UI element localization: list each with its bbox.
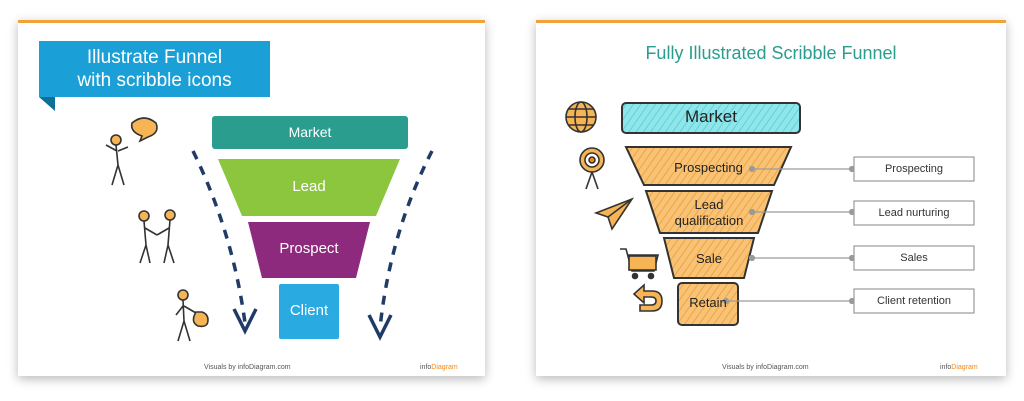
slide-left: Illustrate Funnel with scribble icons Ma… <box>18 20 485 376</box>
right-title: Fully Illustrated Scribble Funnel <box>645 43 897 63</box>
stage-lead-label: Lead <box>292 178 326 195</box>
stage-market <box>212 116 408 149</box>
stage-prospect-label: Prospect <box>279 240 339 257</box>
stage-client <box>279 284 339 339</box>
left-logo: infoDiagram <box>420 364 458 371</box>
left-dashed-arrow <box>191 150 247 324</box>
scribble-lead-label-line1: Lead <box>694 197 724 212</box>
right-logo: infoDiagram <box>940 364 978 371</box>
left-footer: Visuals by infoDiagram.com <box>204 364 291 371</box>
right-footer: Visuals by infoDiagram.com <box>722 364 809 371</box>
scribble-market-label: Market <box>685 107 737 126</box>
handshake-icon <box>138 209 176 264</box>
outcome-box-prospecting <box>853 156 975 182</box>
right-arrowhead-icon <box>367 314 393 341</box>
slide-right: Fully Illustrated Scribble Funnel Market… <box>536 20 1006 376</box>
stage-prospect <box>248 222 370 278</box>
outcome-box-lead-nurturing <box>853 200 975 226</box>
stage-market-label: Market <box>288 124 332 140</box>
scribble-sale-label: Sale <box>695 251 723 266</box>
left-title-line1: Illustrate Funnel <box>86 47 223 68</box>
scribble-lead-label-line2: qualification <box>674 213 744 228</box>
globe-icon <box>565 101 597 133</box>
right-slide-graphics <box>565 101 975 326</box>
stage-lead <box>218 159 400 216</box>
target-icon <box>579 147 605 190</box>
return-arrow-icon <box>632 283 663 312</box>
scribble-retain <box>677 282 739 326</box>
title-banner <box>39 41 270 97</box>
paper-plane-icon <box>593 197 635 231</box>
shopping-cart-icon <box>620 248 660 280</box>
scribble-retain-label: Retain <box>689 295 727 310</box>
left-arrowhead-icon <box>232 308 258 335</box>
outcome-prospecting-label: Prospecting <box>884 163 944 175</box>
outcome-client-retention-label: Client retention <box>877 295 951 307</box>
banner-fold <box>39 97 55 111</box>
outcome-box-sales <box>853 245 975 271</box>
stage-client-label: Client <box>289 302 329 319</box>
outcome-box-client-retention <box>853 288 975 314</box>
connector-lines <box>722 165 856 305</box>
right-dashed-arrow <box>378 150 434 329</box>
outcome-lead-nurturing-label: Lead nurturing <box>878 207 950 219</box>
dashed-arrows <box>191 150 434 341</box>
scribble-lead-qualification <box>644 190 774 234</box>
left-slide-graphics <box>39 41 434 342</box>
left-title-line2: with scribble icons <box>77 70 232 91</box>
scribble-market <box>621 102 801 134</box>
scribble-sale <box>662 237 756 279</box>
scribble-prospecting-label: Prospecting <box>674 160 743 175</box>
outcome-sales-label: Sales <box>900 252 928 264</box>
speaking-person-icon <box>105 117 158 186</box>
scribble-prospecting <box>624 146 793 186</box>
person-with-money-bag-icon <box>175 289 209 342</box>
